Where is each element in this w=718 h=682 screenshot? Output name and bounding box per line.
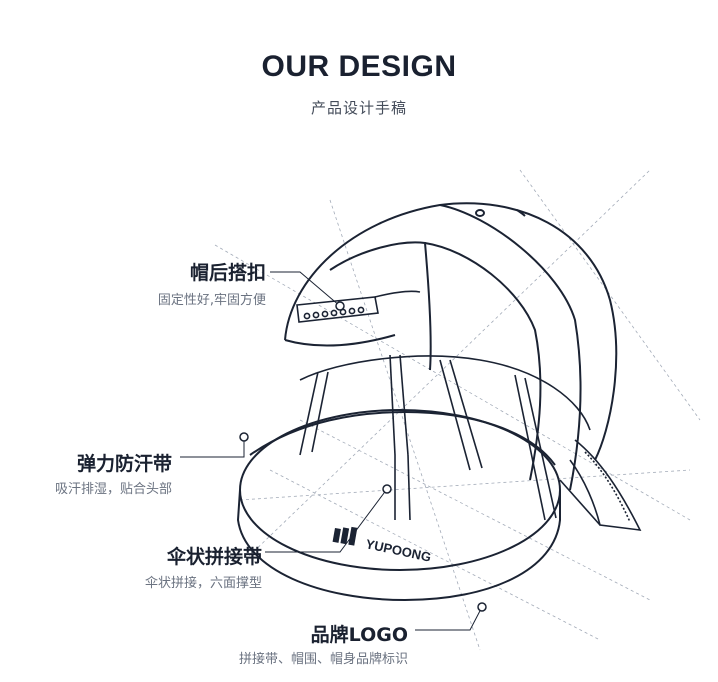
sweatband-ring <box>236 409 561 602</box>
callout-sweatband-desc: 吸汗排湿，贴合头部 <box>54 482 172 497</box>
callout-panels-desc: 伞状拼接，六面撑型 <box>144 576 262 591</box>
guide-lines <box>214 169 701 651</box>
page-title: OUR DESIGN <box>261 50 457 83</box>
callout-lines <box>180 271 483 631</box>
callout-strap-title: 帽后搭扣 <box>189 262 266 284</box>
callout-panels-title: 伞状拼接带 <box>166 546 262 568</box>
cap-brim <box>559 439 642 531</box>
inner-supports <box>299 354 591 521</box>
callout-sweatband-title: 弹力防汗带 <box>76 453 172 475</box>
callout-strap-desc: 固定性好,牢固方便 <box>157 293 266 308</box>
callout-logo-desc: 拼接带、帽围、帽身品牌标识 <box>238 652 408 667</box>
strap-closure <box>296 290 421 323</box>
callout-logo-title: 品牌LOGO <box>310 624 408 646</box>
cap-crown <box>284 202 618 491</box>
brand-logo-mark <box>332 526 358 546</box>
page-subtitle: 产品设计手稿 <box>310 99 407 117</box>
callout-dots <box>239 301 487 612</box>
brand-logo-text: YUPOONG <box>364 536 432 564</box>
